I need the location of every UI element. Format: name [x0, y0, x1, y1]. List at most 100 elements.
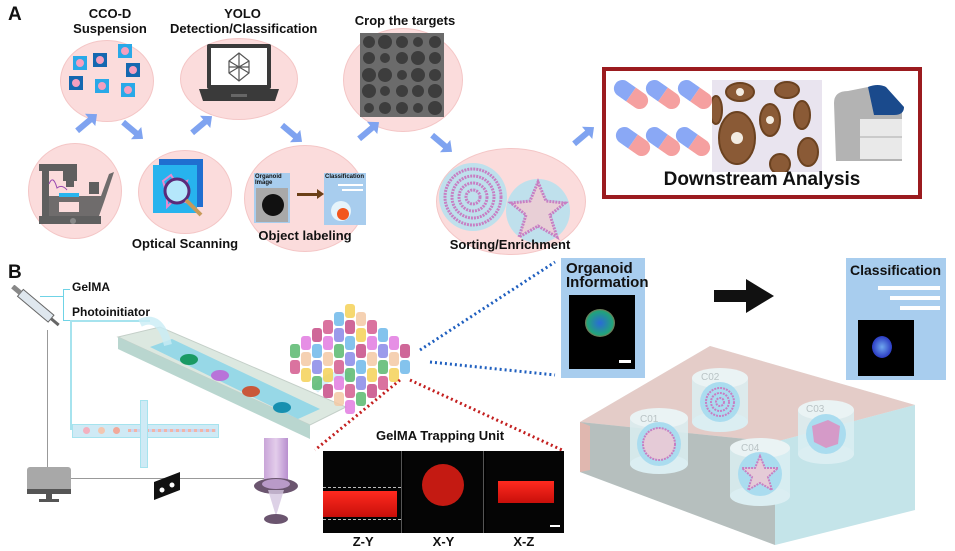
- flow-arrow-icon: [121, 119, 139, 137]
- gelma-droplet: [378, 360, 388, 374]
- gelma-disk: [242, 386, 260, 397]
- view-x-z: [485, 451, 564, 533]
- suspended-organoids-icon: [69, 44, 140, 97]
- sorting-circle: [436, 148, 586, 255]
- gelma-droplet: [323, 384, 333, 398]
- microscope-circle: [28, 143, 122, 239]
- gelma-droplet: [356, 392, 366, 406]
- trap-wells: [630, 368, 854, 506]
- gelma-droplet: [323, 368, 333, 382]
- view-labels: Z-Y X-Y X-Z: [323, 534, 564, 549]
- gelma-droplet: [378, 344, 388, 358]
- gelma-droplet: [356, 360, 366, 374]
- downstream-analysis-label: Downstream Analysis: [663, 169, 861, 190]
- gelma-input-label: GelMA: [72, 280, 111, 294]
- gelma-droplet: [334, 328, 344, 342]
- uv-light-beam: [264, 438, 288, 484]
- organoid-image-card-title: Organoid Image: [255, 174, 282, 186]
- trapping-unit-views: [323, 451, 564, 533]
- gelma-droplet: [312, 376, 322, 390]
- cropped-targets-grid: [360, 33, 444, 117]
- gelma-droplet: [389, 368, 399, 382]
- panel-a-letter: A: [8, 4, 22, 25]
- flow-arrow-icon: [190, 118, 208, 136]
- organoid-micrograph: [256, 188, 288, 222]
- downstream-analysis-box: Downstream Analysis: [602, 67, 922, 199]
- gelma-droplet: [290, 360, 300, 374]
- gelma-droplet: [389, 336, 399, 350]
- gelma-droplet: [378, 328, 388, 342]
- right-arrow-icon: [714, 279, 774, 313]
- sorted-organoids-icon: [439, 163, 570, 243]
- object-labeling-label: Object labeling: [258, 228, 352, 243]
- gelma-droplet: [334, 312, 344, 326]
- suspension-circle: [60, 40, 154, 122]
- gelma-droplet: [356, 344, 366, 358]
- organoid-crops-image: [362, 35, 442, 115]
- gelma-droplet: [301, 368, 311, 382]
- gelma-droplet: [334, 360, 344, 374]
- gelma-droplet: [345, 384, 355, 398]
- classification-result-card: Classification: [846, 258, 946, 380]
- view-label-x-y: X-Y: [432, 534, 455, 549]
- gelma-droplet: [367, 336, 377, 350]
- suspension-label-line2: Suspension: [73, 21, 147, 36]
- view-label-x-z: X-Z: [513, 534, 535, 549]
- gelma-droplet: [367, 320, 377, 334]
- gelma-droplet: [334, 392, 344, 406]
- gelma-droplet: [378, 376, 388, 390]
- gelma-droplet: [323, 320, 333, 334]
- gelma-droplet: [301, 352, 311, 366]
- gelma-droplet: [367, 352, 377, 366]
- classification-result-title: Classification: [850, 262, 942, 278]
- gelma-droplet: [367, 384, 377, 398]
- gelma-droplet-cloud: [290, 304, 440, 415]
- histology-image: [712, 80, 822, 172]
- gelma-droplet: [345, 336, 355, 350]
- gelma-droplet: [323, 352, 333, 366]
- trapping-array-platform: [580, 346, 915, 545]
- gelma-droplet: [312, 328, 322, 342]
- organoid-information-title: Organoid Information: [566, 260, 649, 291]
- gelma-droplet: [345, 368, 355, 382]
- gelma-droplet: [345, 304, 355, 318]
- gelma-droplet: [301, 336, 311, 350]
- gelma-droplet: [323, 336, 333, 350]
- gelma-droplet: [312, 360, 322, 374]
- light-source-icon: [254, 478, 298, 524]
- well-label-c01: C01: [640, 414, 659, 425]
- organoid-image-card: Organoid Image: [254, 173, 290, 223]
- classified-fluorescence-image: [858, 320, 914, 376]
- well-label-c03: C03: [806, 404, 825, 415]
- optical-scanning-label: Optical Scanning: [131, 236, 239, 251]
- classification-card-title: Classification: [325, 174, 365, 180]
- fluorescence-image: [569, 295, 635, 369]
- laptop-icon: [199, 44, 279, 101]
- yolo-label: YOLO Detection/Classification: [170, 6, 318, 36]
- gelma-droplet: [400, 344, 410, 358]
- yolo-label-line1: YOLO: [224, 6, 261, 21]
- gelma-droplet: [312, 344, 322, 358]
- photoinitiator-input-label: Photoinitiator: [72, 305, 150, 319]
- panel-b-letter: B: [8, 262, 22, 283]
- organoid-information-card: Organoid Information: [561, 258, 649, 378]
- gelma-droplet: [345, 400, 355, 414]
- flow-arrow-icon: [430, 132, 448, 150]
- gelma-droplet: [345, 352, 355, 366]
- well-label-c02: C02: [701, 372, 720, 383]
- suspension-label-line1: CCO-D: [88, 6, 132, 21]
- gelma-droplet: [334, 344, 344, 358]
- gelma-disk: [273, 402, 291, 413]
- well-label-c04: C04: [741, 443, 760, 454]
- gelma-droplet: [356, 376, 366, 390]
- flow-arrow-icon: [357, 124, 375, 142]
- optical-scanning-circle: [138, 150, 232, 234]
- scanning-magnifier-icon: [153, 159, 203, 217]
- flow-arrow-icon: [572, 129, 590, 147]
- gelma-droplet: [367, 368, 377, 382]
- microscope-icon: [39, 164, 114, 224]
- labeling-arrow-icon: [297, 193, 319, 196]
- view-label-z-y: Z-Y: [352, 534, 374, 549]
- yolo-label-line2: Detection/Classification: [170, 21, 318, 36]
- trapping-unit-title: GelMA Trapping Unit: [375, 428, 505, 443]
